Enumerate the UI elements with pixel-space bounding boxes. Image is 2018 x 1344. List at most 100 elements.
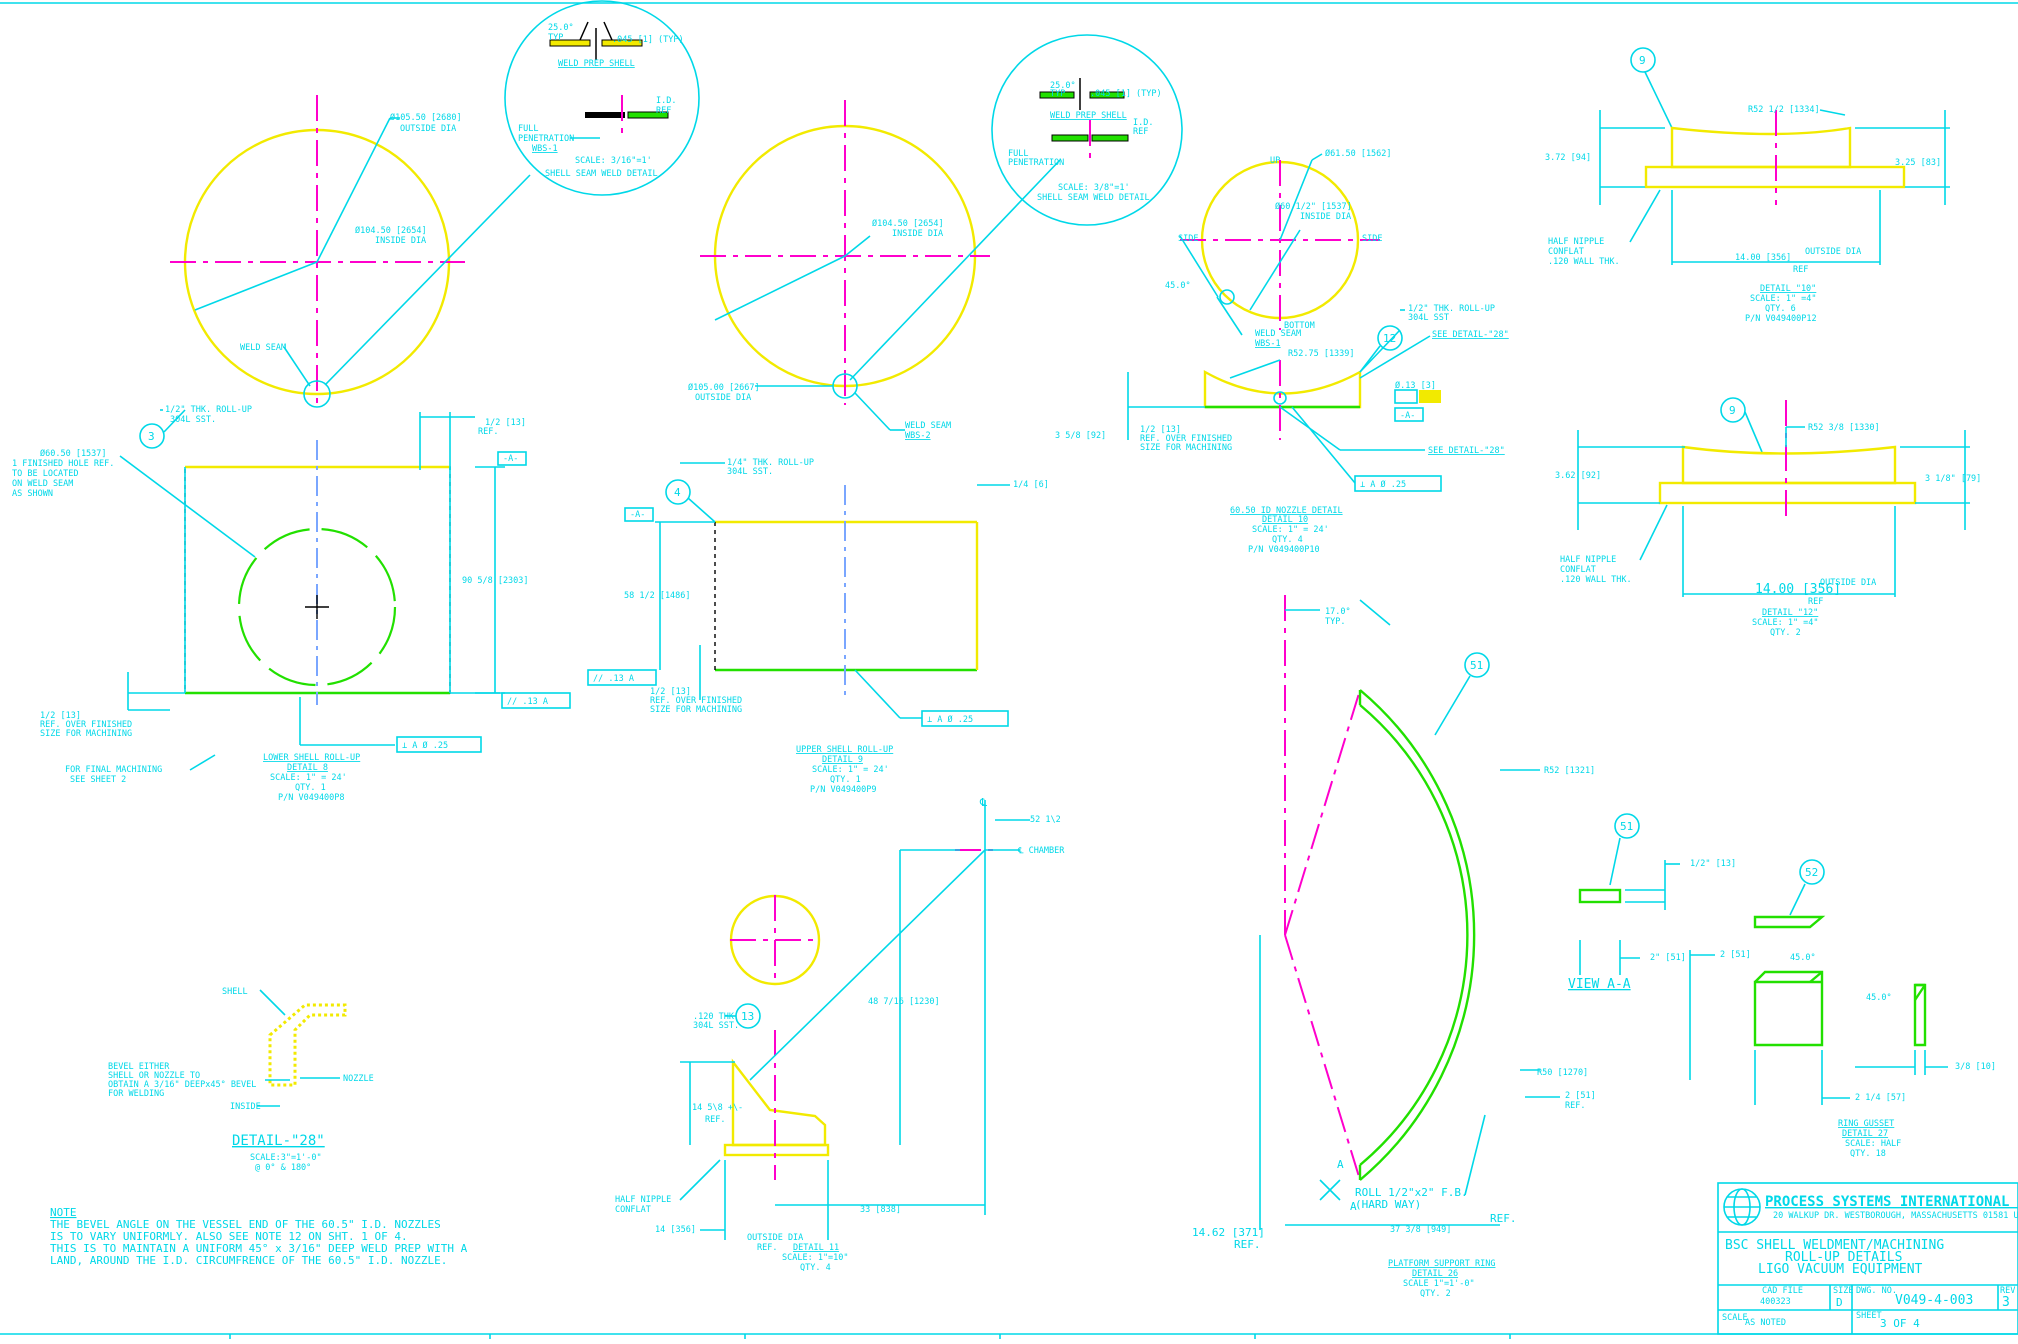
- weld-detail-2-gap-text: .045 [1] (TYP): [1090, 89, 1162, 99]
- ring-span-text: 37 3/8 [949]: [1390, 1225, 1451, 1235]
- balloon-3: [139, 423, 165, 449]
- drawing-line: [259, 989, 286, 1016]
- drawing-line: [1359, 329, 1401, 373]
- drawing-line: [601, 39, 643, 47]
- nozzle-flat-text: Ø.13 [3]: [1395, 380, 1436, 391]
- half-nipple-detail-qty2: 9 R52 3/8 [1330] 3.62 [92] 3 1/8" [79] 1…: [1555, 397, 1981, 638]
- half-nipple-2-label-3-text: .120 WALL THK.: [1560, 575, 1632, 585]
- half-nipple-2-scale-text: SCALE: 1" =4": [1752, 618, 1819, 628]
- drawing-line: [585, 112, 625, 118]
- detail-28-bevel-4-text: FOR WELDING: [108, 1089, 164, 1099]
- lower-shell-balloon-text: 3: [148, 430, 155, 443]
- drawing-line: [687, 497, 716, 523]
- nozzle-see28-a-text: SEE DETAIL-"28": [1432, 330, 1509, 340]
- upper-shell-wbs-text: WBS-2: [905, 431, 931, 441]
- detail-28-title-text: DETAIL-"28": [232, 1133, 325, 1149]
- half-nipple-6-radius-text: R52 1/2 [1334]: [1748, 105, 1820, 115]
- lower-shell-detail-text: DETAIL 8: [287, 763, 328, 773]
- detail-28-inside-text: INSIDE: [230, 1102, 261, 1112]
- company-name: PROCESS SYSTEMS INTERNATIONAL INC.: [1765, 1194, 2018, 1210]
- drawing-line: [1658, 481, 1917, 505]
- drawing-line: [1279, 159, 1313, 241]
- gusset-balloon-text: 52: [1805, 866, 1818, 879]
- title-block-cad-label-text: CAD FILE: [1762, 1286, 1803, 1296]
- drawing-line: [1394, 407, 1424, 422]
- detail-11-bottom-text: 14 [356]: [655, 1225, 696, 1235]
- half-nipple-6-label-2-text: CONFLAT: [1548, 247, 1584, 257]
- drawing-line: [501, 692, 571, 709]
- drawing-line: [1629, 189, 1661, 243]
- weld-detail-1-id-ref-1-text: I.D.: [656, 96, 676, 106]
- note-heading-text: NOTE: [50, 1206, 77, 1219]
- gusset-detail-text: DETAIL 27: [1842, 1129, 1888, 1139]
- detail-28-bevel-1-text: BEVEL EITHER: [108, 1062, 170, 1072]
- lower-shell-bot-3-text: SIZE FOR MACHINING: [40, 729, 132, 739]
- half-nipple-2-qty-text: QTY. 2: [1770, 628, 1801, 638]
- drawing-line: [844, 235, 871, 257]
- half-nipple-6-pn-text: P/N V049400P12: [1745, 314, 1817, 324]
- weld-detail-2-angle-text: 25.0°: [1050, 81, 1076, 91]
- nozzle-weld-1-text: WELD SEAM: [1255, 329, 1301, 339]
- gusset-w1-text: 2 [51]: [1720, 950, 1751, 960]
- weld-detail-1-full-2-text: PENETRATION: [518, 134, 574, 144]
- upper-shell-elevation: 4 1/4" THK. ROLL-UP 304L SST. 1/4 [6] -A…: [587, 458, 1049, 795]
- lower-shell-datum-text: -A-: [503, 454, 518, 464]
- drawing-line: [679, 1159, 721, 1201]
- drawing-line: [1914, 984, 1926, 1001]
- upper-shell-weld-seam-text: WELD SEAM: [905, 421, 951, 431]
- drawing-line: [991, 34, 1183, 226]
- lower-shell-material-2-text: 304L SST.: [170, 415, 216, 425]
- ring-typ-text: TYP.: [1325, 617, 1345, 627]
- weld-detail-2-id-ref-2-text: REF: [1133, 127, 1148, 137]
- lower-shell-hole-2-text: 1 FINISHED HOLE REF.: [12, 459, 114, 469]
- drawing-line: [1291, 406, 1356, 484]
- half-nipple-6-ref-text: REF: [1793, 265, 1808, 275]
- weld-detail-2-full-2-text: PENETRATION: [1008, 158, 1064, 168]
- nozzle-see28-b-text: SEE DETAIL-"28": [1428, 446, 1505, 456]
- nozzle-bottom-text: BOTTOM: [1284, 321, 1315, 331]
- weld-detail-1-full-1-text: FULL: [518, 124, 538, 134]
- ring-scale-text: SCALE 1"=1'-0": [1403, 1279, 1475, 1289]
- drawing-line: [1377, 325, 1403, 351]
- upper-shell-bot-1-text: 1/2 [13]: [650, 687, 691, 697]
- drawing-line: [1419, 390, 1441, 403]
- ring-title-text: PLATFORM SUPPORT RING: [1388, 1259, 1495, 1269]
- weld-detail-1-scale-text: SCALE: 3/16"=1': [575, 156, 652, 166]
- drawing-line: [854, 392, 891, 431]
- title-block-size-label-text: SIZE: [1833, 1286, 1853, 1296]
- detail-28-bevel-3-text: OBTAIN A 3/16" DEEPx45° BEVEL: [108, 1080, 256, 1090]
- lower-shell-qty-text: QTY. 1: [295, 783, 326, 793]
- detail-11-od-1-text: OUTSIDE DIA: [747, 1233, 803, 1243]
- drawing-line: [1681, 445, 1897, 485]
- detail-11-top-text: 52 1\2: [1030, 815, 1061, 825]
- gusset-w2-text: 2 1/4 [57]: [1855, 1093, 1906, 1103]
- drawing-line: [1354, 475, 1442, 492]
- drawing-line: [1273, 391, 1287, 405]
- ring-left-1-text: 14.62 [371]: [1192, 1226, 1265, 1239]
- nozzle-dim-2-text: 1/2 [13]: [1140, 425, 1181, 435]
- drawing-line: [1644, 71, 1673, 129]
- gusset-angle-1-text: 45.0°: [1790, 953, 1816, 963]
- drawing-line: [854, 669, 901, 719]
- drawing-line: [624, 507, 654, 522]
- detail-11-half-2-text: CONFLAT: [615, 1205, 651, 1215]
- drawing-line: [627, 111, 669, 119]
- drawing-line: [1359, 689, 1476, 1181]
- drawing-line: [1744, 411, 1763, 453]
- lower-shell-hole-4-text: ON WELD SEAM: [12, 479, 73, 489]
- lower-shell-material-1-text: 1/2" THK. ROLL-UP: [165, 405, 252, 415]
- title-block-size-text: D: [1836, 1296, 1843, 1309]
- detail-11-height-2-text: REF.: [705, 1115, 725, 1125]
- nozzle-detail-text: DETAIL 10: [1262, 515, 1308, 525]
- title-block-rev-text: 3: [2002, 1295, 2010, 1310]
- drawing-line: [1464, 1114, 1486, 1196]
- drawing-line: [749, 849, 986, 1081]
- drawing-line: [1284, 934, 1361, 1181]
- detail-11-height-1-text: 14 5\8 +\-: [692, 1103, 743, 1113]
- upper-shell-top-dim-text: 1/4 [6]: [1013, 480, 1049, 490]
- upper-shell-scale-text: SCALE: 1" = 24': [812, 765, 889, 775]
- ring-qty-text: QTY. 2: [1420, 1289, 1451, 1299]
- lower-shell-od-label-text: OUTSIDE DIA: [400, 124, 456, 134]
